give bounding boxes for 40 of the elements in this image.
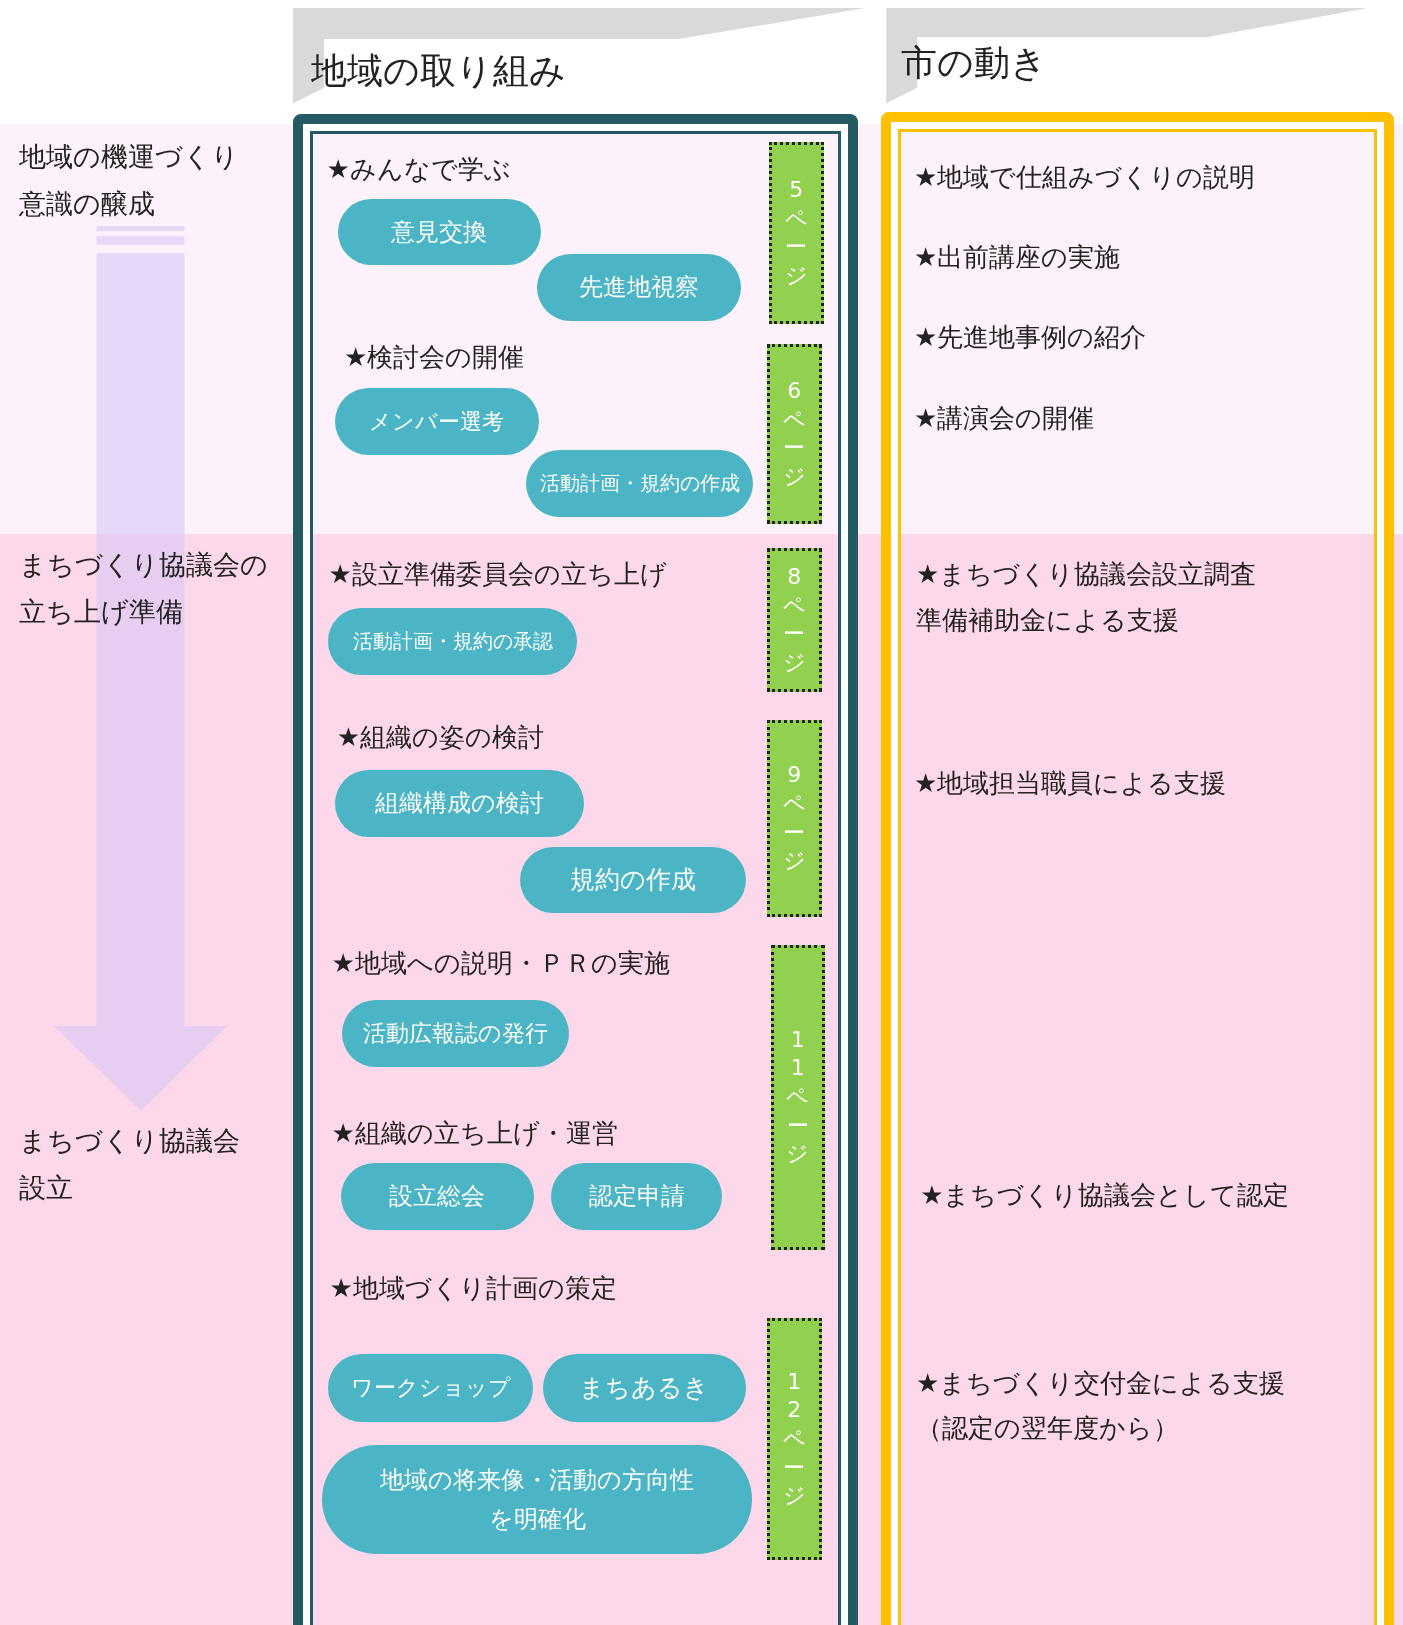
item-text: ★地域への説明・ＰＲの実施 [331,946,671,980]
item-text: ★先進地事例の紹介 [913,321,1148,354]
column-heading: 市の動き [901,41,1049,86]
page-tab: 6ページ [766,344,822,525]
step-pill: 活動計画・規約の承認 [328,608,578,675]
item-text: ★まちづくり交付金による支援（認定の翌年度から） [915,1366,1287,1445]
item-text: ★地域で仕組みづくりの説明 [913,161,1257,195]
item-text: ★地域づくり計画の策定 [329,1272,618,1306]
page-tab: 12ページ [766,1318,822,1561]
item-text: ★地域担当職員による支援 [913,766,1228,800]
step-pill: 意見交換 [337,198,541,266]
step-pill: 設立総会 [340,1162,534,1230]
page-tab: 9ページ [766,720,822,917]
page-tab: 5ページ [768,141,824,325]
item-text: ★みんなで学ぶ [326,153,512,187]
column-panel [880,8,1397,1625]
stage-label: まちづくり協議会の立ち上げ準備 [18,547,269,630]
step-pill: 認定申請 [551,1162,723,1230]
page-tab: 8ページ [766,548,822,693]
step-pill: 組織構成の検討 [334,769,585,838]
page-tab: 11ページ [770,945,825,1250]
step-pill: 先進地視察 [536,253,741,322]
item-text: ★まちづくり協議会として認定 [920,1178,1291,1212]
item-text: ★検討会の開催 [344,340,526,374]
stage-label: 地域の機運づくり意識の醸成 [18,139,240,221]
item-text: ★設立準備委員会の立ち上げ [328,558,668,592]
stage-label: まちづくり協議会設立 [18,1124,241,1206]
step-pill: まちあるき [542,1354,747,1422]
step-pill: 規約の作成 [520,846,747,913]
step-pill: 活動広報誌の発行 [341,999,569,1068]
column-heading: 地域の取り組み [310,49,567,94]
step-pill: メンバー選考 [334,387,539,455]
item-text: ★組織の立ち上げ・運営 [331,1116,619,1150]
item-text: ★出前講座の実施 [913,241,1122,275]
item-text: ★まちづくり協議会設立調査準備補助金による支援 [915,558,1258,637]
item-text: ★講演会の開催 [913,401,1096,435]
step-pill: 活動計画・規約の作成 [526,449,754,518]
step-pill: 地域の将来像・活動の方向性を明確化 [322,1445,753,1555]
step-pill: ワークショップ [328,1354,533,1422]
item-text: ★組織の姿の検討 [336,720,546,754]
